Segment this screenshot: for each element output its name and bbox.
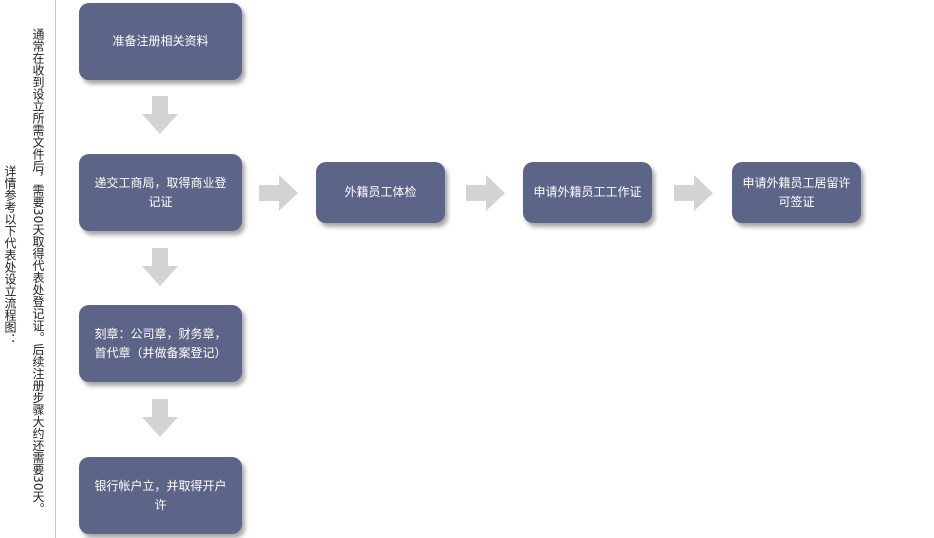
arrow-right-icon — [259, 175, 298, 211]
arrow-down-icon — [142, 96, 178, 134]
step-submit-label: 递交工商局，取得商业登记证 — [94, 175, 227, 209]
arrow-down-icon — [142, 248, 178, 286]
timeline-note: 通常在收到设立所需文件后，需要30天取得代表处登记证。后续注册步骤大约还需要30… — [31, 28, 45, 515]
divider-line — [55, 0, 56, 538]
step-residence-label: 申请外籍员工居留许可签证 — [742, 175, 851, 209]
step-work-permit-label: 申请外籍员工工作证 — [533, 185, 642, 199]
side-note: 详情参考以下代表处设立流程图： — [3, 165, 17, 345]
step-submit-registration: 递交工商局，取得商业登记证 — [79, 154, 242, 231]
step-work-permit: 申请外籍员工工作证 — [523, 162, 652, 223]
step-carve-seals: 刻章：公司章，财务章，首代章（并做备案登记） — [79, 305, 242, 382]
arrow-down-icon — [142, 399, 178, 437]
step-bank-label: 银行帐户立，并取得开户许 — [94, 478, 227, 512]
arrow-right-icon — [466, 175, 505, 211]
step-residence-permit: 申请外籍员工居留许可签证 — [732, 162, 861, 223]
step-medical-check: 外籍员工体检 — [316, 162, 445, 223]
step-prepare-label: 准备注册相关资料 — [112, 34, 209, 48]
step-open-bank-account: 银行帐户立，并取得开户许 — [79, 457, 242, 534]
step-medical-label: 外籍员工体检 — [344, 185, 417, 199]
step-prepare-documents: 准备注册相关资料 — [79, 3, 242, 80]
arrow-right-icon — [674, 175, 713, 211]
step-seal-label: 刻章：公司章，财务章，首代章（并做备案登记） — [94, 326, 227, 360]
